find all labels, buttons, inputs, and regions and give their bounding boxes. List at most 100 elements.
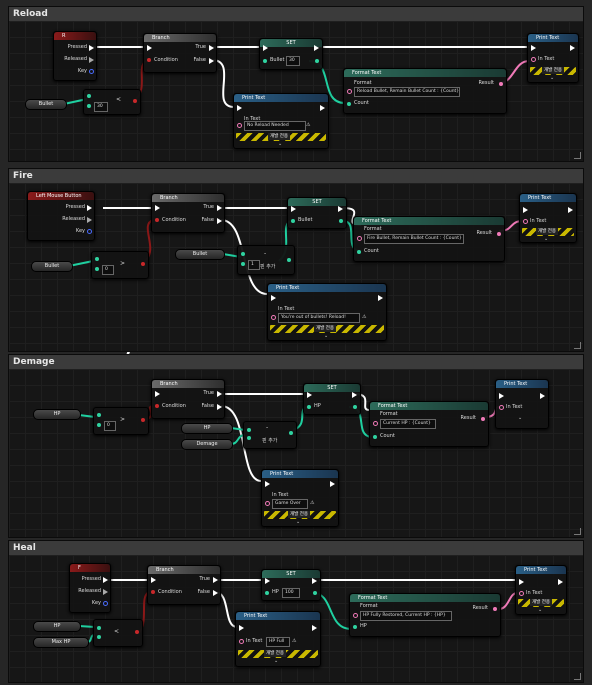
compare-value[interactable]: 0 — [104, 421, 116, 431]
exec-out-pin[interactable] — [558, 579, 563, 585]
exec-out-pin[interactable] — [217, 218, 222, 224]
bool-pin[interactable] — [155, 404, 159, 408]
text-out-pin[interactable] — [493, 607, 497, 611]
text-pin[interactable] — [523, 219, 528, 224]
expand-chevron-icon[interactable]: ⌄ — [324, 333, 329, 339]
variable-hp[interactable]: HP — [33, 409, 81, 420]
exec-out-pin[interactable] — [314, 45, 319, 51]
format-string-field[interactable]: Fire Bullet, Remain Bullet Count : {Coun… — [364, 234, 464, 244]
exec-out-pin[interactable] — [540, 393, 545, 399]
exec-out-pin[interactable] — [209, 58, 214, 64]
add-pin-button[interactable]: 핀 추가 — [260, 264, 276, 270]
in-text-field[interactable]: Game Over — [272, 499, 308, 509]
bool-out-pin[interactable] — [133, 99, 137, 103]
text-pin[interactable] — [239, 639, 244, 644]
set-bullet-node[interactable]: SET Bullet 30 — [259, 38, 323, 70]
exec-out-pin[interactable] — [87, 217, 92, 223]
int-out-pin[interactable] — [315, 59, 319, 63]
text-pin[interactable] — [237, 123, 242, 128]
format-text-node[interactable]: Format Text Format Result Fire Bullet, R… — [353, 216, 505, 262]
compare-less-node[interactable]: 30 < — [83, 89, 141, 115]
int-pin[interactable] — [265, 591, 269, 595]
bool-out-pin[interactable] — [141, 418, 145, 422]
branch-node[interactable]: Branch True Condition False — [147, 565, 221, 605]
variable-max-hp[interactable]: Max HP — [33, 637, 89, 648]
format-string-field[interactable]: Current HP : {Count} — [380, 419, 436, 429]
expand-chevron-icon[interactable]: ⌄ — [544, 236, 549, 242]
int-out-pin[interactable] — [287, 258, 291, 262]
exec-in-pin[interactable] — [291, 206, 296, 212]
int-pin[interactable] — [307, 405, 311, 409]
text-pin[interactable] — [271, 315, 276, 320]
exec-out-pin[interactable] — [217, 391, 222, 397]
exec-in-pin[interactable] — [271, 295, 276, 301]
exec-out-pin[interactable] — [87, 205, 92, 211]
exec-in-pin[interactable] — [499, 393, 504, 399]
text-pin[interactable] — [499, 405, 504, 410]
compare-greater-node[interactable]: 0 > — [91, 251, 149, 279]
exec-out-pin[interactable] — [330, 481, 335, 487]
print-text-node-alt[interactable]: Print Text In Text HP Full ⚠ 개발 전용 ⌄ — [235, 611, 321, 667]
bool-pin[interactable] — [155, 218, 159, 222]
int-pin[interactable] — [95, 257, 99, 261]
exec-out-pin[interactable] — [89, 45, 94, 51]
exec-out-pin[interactable] — [209, 45, 214, 51]
text-pin[interactable] — [519, 591, 524, 596]
exec-out-pin[interactable] — [338, 206, 343, 212]
resize-handle-icon[interactable] — [574, 528, 581, 535]
exec-out-pin[interactable] — [378, 295, 383, 301]
exec-in-pin[interactable] — [239, 625, 244, 631]
exec-in-pin[interactable] — [147, 45, 152, 51]
int-out-pin[interactable] — [313, 591, 317, 595]
exec-out-pin[interactable] — [103, 577, 108, 583]
subtract-node[interactable]: - 핀 추가 — [243, 421, 297, 449]
resize-handle-icon[interactable] — [574, 342, 581, 349]
exec-out-pin[interactable] — [320, 105, 325, 111]
key-event-f[interactable]: F Pressed Released Key — [69, 563, 111, 613]
exec-out-pin[interactable] — [568, 207, 573, 213]
in-text-field[interactable]: HP Full — [266, 637, 290, 647]
branch-node[interactable]: Branch True Condition False — [143, 33, 217, 73]
compare-less-node[interactable]: < — [93, 619, 143, 647]
int-out-pin[interactable] — [339, 219, 343, 223]
expand-chevron-icon[interactable]: ⌄ — [518, 415, 523, 421]
int-pin[interactable] — [353, 625, 357, 629]
int-pin[interactable] — [263, 59, 267, 63]
key-event-left-mouse[interactable]: Left Mouse Button Pressed Released Key — [27, 191, 95, 241]
compare-value[interactable]: 30 — [94, 102, 108, 112]
int-out-pin[interactable] — [289, 431, 293, 435]
bool-pin[interactable] — [151, 590, 155, 594]
int-pin[interactable] — [347, 102, 351, 106]
print-text-node[interactable]: Print Text In Text 개발 전용 ⌄ — [519, 193, 577, 243]
exec-out-pin[interactable] — [213, 577, 218, 583]
exec-in-pin[interactable] — [531, 45, 536, 51]
print-text-node-alt[interactable]: Print Text In Text Game Over ⚠ 개발 전용 ⌄ — [261, 469, 339, 527]
int-pin[interactable] — [97, 635, 101, 639]
set-hp-node[interactable]: SET HP 100 — [261, 569, 321, 601]
int-pin[interactable] — [241, 252, 245, 256]
int-pin[interactable] — [87, 94, 91, 98]
exec-in-pin[interactable] — [151, 577, 156, 583]
struct-pin[interactable] — [89, 69, 94, 74]
exec-in-pin[interactable] — [263, 45, 268, 51]
set-value[interactable]: 30 — [286, 56, 300, 66]
expand-chevron-icon[interactable]: ⌄ — [278, 141, 283, 147]
print-text-node[interactable]: Print Text In Text 개발 전용 ⌄ — [527, 33, 579, 83]
exec-out-pin[interactable] — [352, 392, 357, 398]
int-pin[interactable] — [373, 435, 377, 439]
branch-node[interactable]: Branch True Condition False — [151, 379, 225, 419]
exec-in-pin[interactable] — [155, 205, 160, 211]
int-pin[interactable] — [97, 423, 101, 427]
exec-out-pin[interactable] — [103, 589, 108, 595]
int-pin[interactable] — [291, 219, 295, 223]
variable-bullet[interactable]: Bullet — [25, 99, 67, 110]
expand-chevron-icon[interactable]: ⌄ — [296, 519, 301, 525]
int-pin[interactable] — [97, 626, 101, 630]
exec-out-pin[interactable] — [217, 404, 222, 410]
expand-chevron-icon[interactable]: ⌄ — [550, 75, 555, 81]
exec-out-pin[interactable] — [312, 625, 317, 631]
format-string-field[interactable]: HP Fully Restored, Current HP : {HP} — [360, 611, 452, 621]
key-event-r[interactable]: R Pressed Released Key — [53, 31, 97, 81]
text-pin[interactable] — [347, 89, 352, 94]
print-text-node-alt[interactable]: Print Text In Text You're out of bullets… — [267, 283, 387, 341]
